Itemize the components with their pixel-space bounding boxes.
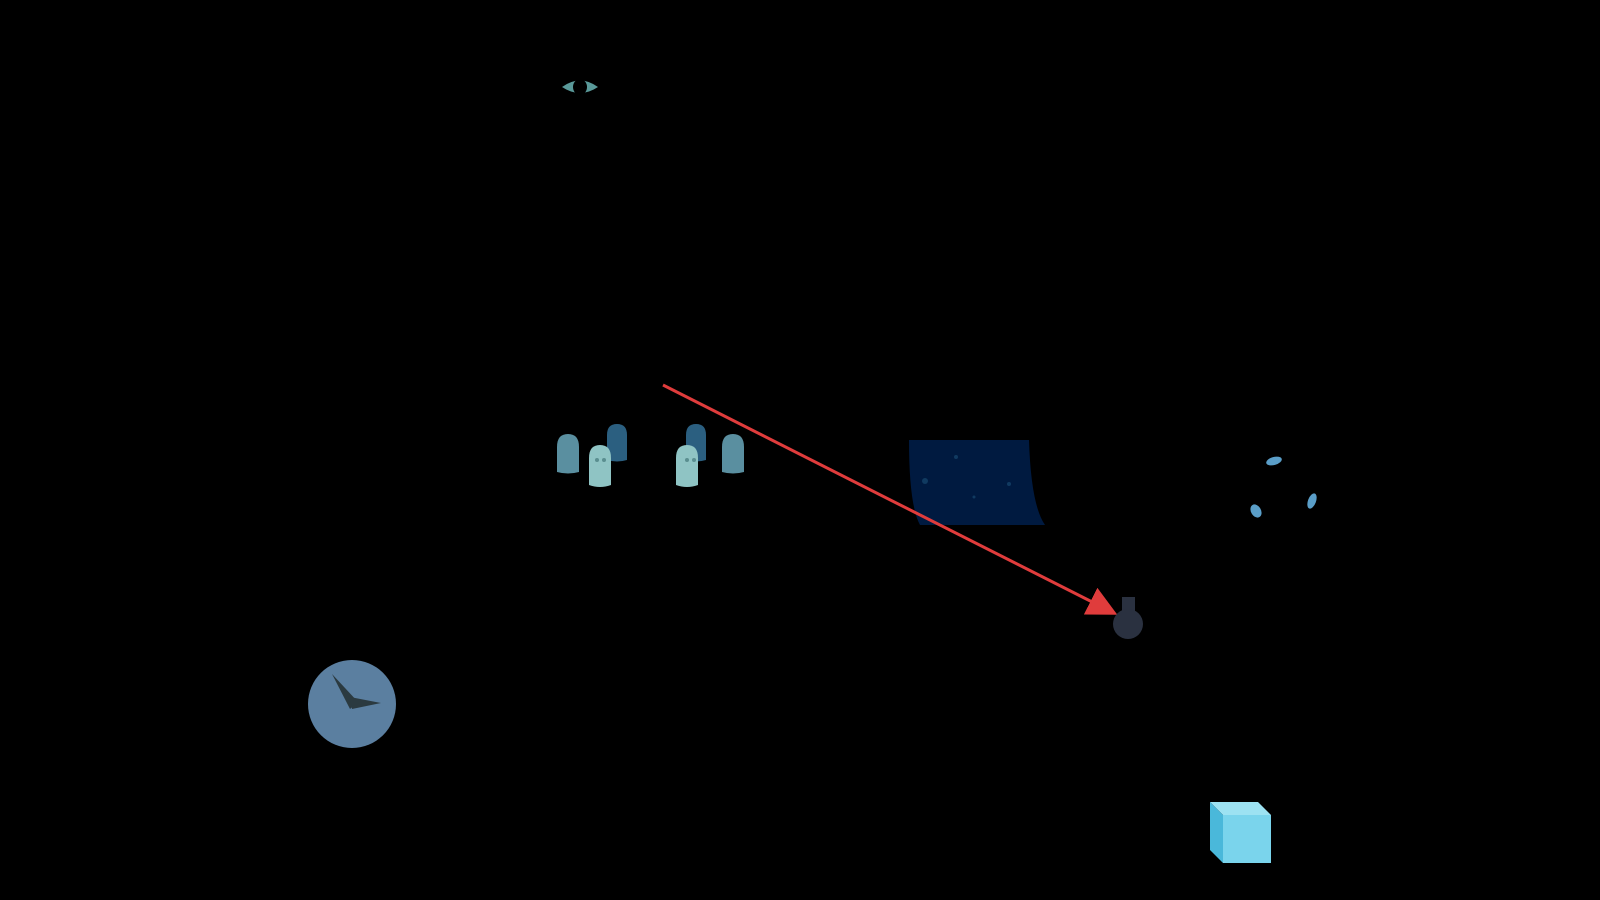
ghost-icon[interactable] xyxy=(557,434,579,474)
ghost-icon[interactable] xyxy=(589,445,611,487)
droplet-icon[interactable] xyxy=(1248,502,1264,519)
arrow-icon xyxy=(662,383,1118,615)
ghost-eye-icon xyxy=(685,458,689,462)
star-icon xyxy=(1007,482,1011,486)
star-icon xyxy=(972,495,976,499)
star-icon xyxy=(922,478,928,484)
ghost-icon[interactable] xyxy=(607,424,627,462)
ghost-eye-icon xyxy=(602,458,606,462)
ghost-icon[interactable] xyxy=(676,445,698,487)
clock-icon[interactable] xyxy=(308,660,396,748)
star-icon xyxy=(954,455,958,459)
ghost-group-icon[interactable] xyxy=(557,424,744,487)
droplets-icon[interactable] xyxy=(1248,455,1318,519)
droplet-icon[interactable] xyxy=(1265,455,1283,467)
ghost-eye-icon xyxy=(595,458,599,462)
cube-icon[interactable] xyxy=(1210,802,1271,863)
clock-minute-hand xyxy=(350,697,381,709)
dark-flask-icon[interactable] xyxy=(1113,597,1143,639)
droplet-icon[interactable] xyxy=(1306,492,1319,510)
eye-icon xyxy=(562,79,598,95)
starry-banner-icon[interactable] xyxy=(909,440,1045,525)
ghost-icon[interactable] xyxy=(722,434,744,474)
ghost-eye-icon xyxy=(692,458,696,462)
